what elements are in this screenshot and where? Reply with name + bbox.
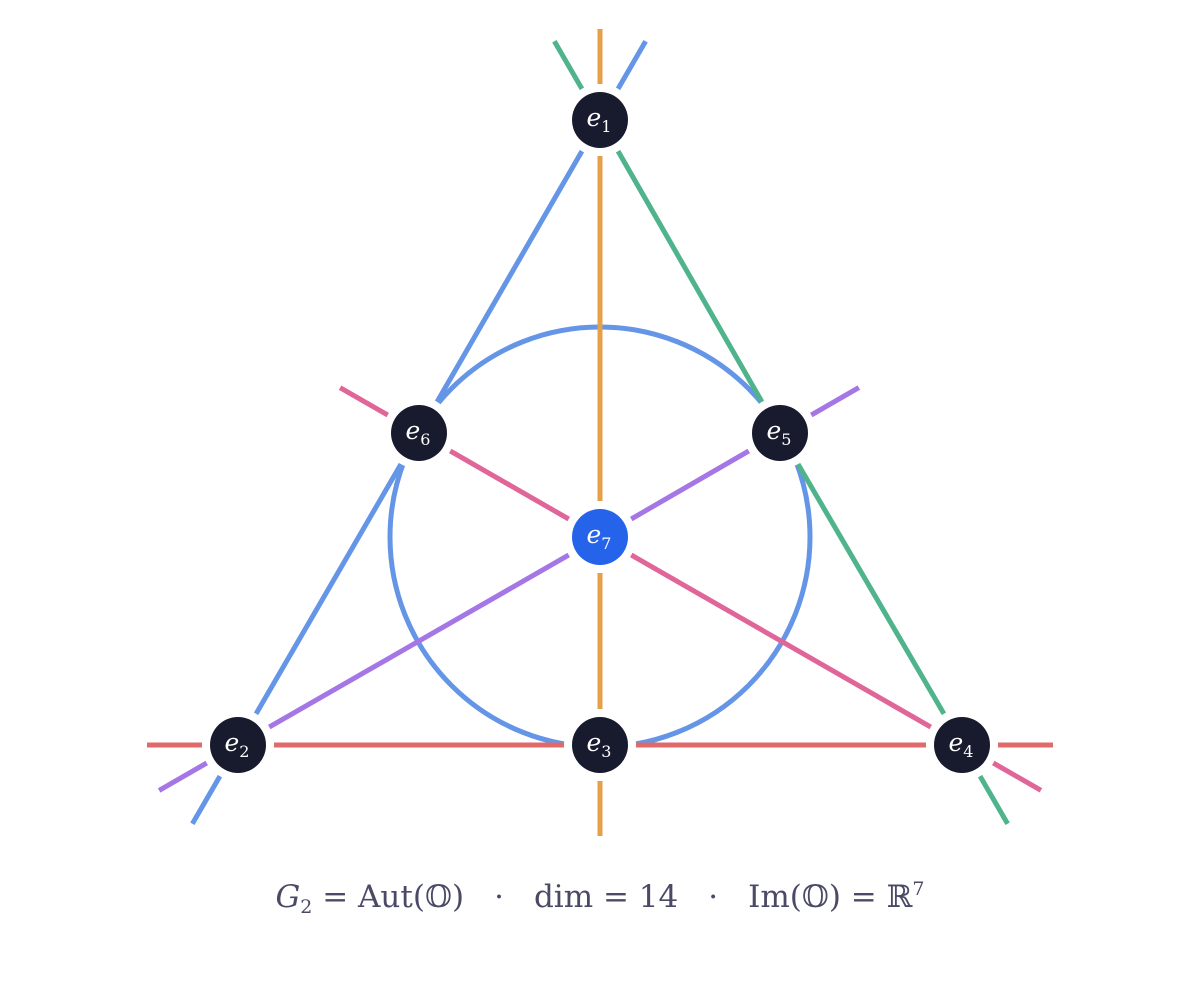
caption-reals-sup: 7 — [912, 878, 925, 900]
line-e6-e7-e4-seg-1 — [448, 448, 571, 522]
node-e1-disc — [572, 92, 628, 148]
caption-octonions-2: 𝕆 — [801, 879, 829, 915]
caption-dim: dim = 14 — [533, 879, 679, 915]
caption-g-sub: 2 — [300, 896, 313, 918]
line-e6-e7-e4-seg-2 — [629, 552, 933, 730]
line-e6-e7-e4-stub-start — [338, 385, 390, 418]
node-e2-disc — [210, 717, 266, 773]
line-e1-e5-e4-stub-start — [552, 40, 585, 91]
node-e2: e2 — [202, 709, 274, 781]
node-e5-disc — [752, 405, 808, 461]
caption-g: G — [275, 879, 301, 915]
node-e5: e5 — [744, 397, 816, 469]
line-e6-e7-e4-stub-end — [991, 760, 1043, 793]
line-e1-e6-e2-stub-end — [190, 774, 223, 825]
caption-octonions: 𝕆 — [424, 879, 452, 915]
caption-separator-2: · — [708, 879, 719, 915]
line-e5-e7-e2-stub-start — [809, 385, 861, 418]
caption-im: Im( — [748, 879, 802, 915]
node-e3-disc — [572, 717, 628, 773]
node-e7: e7 — [564, 501, 636, 573]
line-e1-e6-e2-seg-1 — [434, 149, 585, 404]
node-e6: e6 — [383, 397, 455, 469]
line-e1-e6-e2-seg-2 — [253, 462, 404, 716]
line-e1-e5-e4-seg-2 — [795, 462, 947, 716]
line-e1-e6-e2-stub-start — [615, 40, 648, 91]
line-e1-e5-e4-stub-end — [977, 774, 1010, 825]
caption-eq1: = — [312, 879, 359, 915]
caption-aut: Aut( — [358, 879, 425, 915]
line-e5-e7-e2-seg-2 — [267, 552, 571, 730]
node-e6-disc — [391, 405, 447, 461]
node-e7-disc — [572, 509, 628, 565]
caption: G2 = Aut(𝕆)·dim = 14·Im(𝕆) = ℝ7 — [0, 878, 1200, 918]
caption-separator-1: · — [494, 879, 504, 915]
caption-eq2: ) = — [828, 879, 887, 915]
fano-points: e1 e2 e3 e4 e5 e6 e7 — [202, 84, 998, 781]
node-e1: e1 — [564, 84, 636, 156]
caption-reals: ℝ — [886, 879, 913, 915]
caption-close: ) — [451, 879, 465, 915]
node-e4: e4 — [926, 709, 998, 781]
node-e4-disc — [934, 717, 990, 773]
line-e1-e5-e4-seg-1 — [615, 149, 765, 404]
node-e3: e3 — [564, 709, 636, 781]
line-e5-e7-e2-stub-end — [157, 760, 209, 793]
line-e5-e7-e2-seg-1 — [629, 448, 751, 522]
